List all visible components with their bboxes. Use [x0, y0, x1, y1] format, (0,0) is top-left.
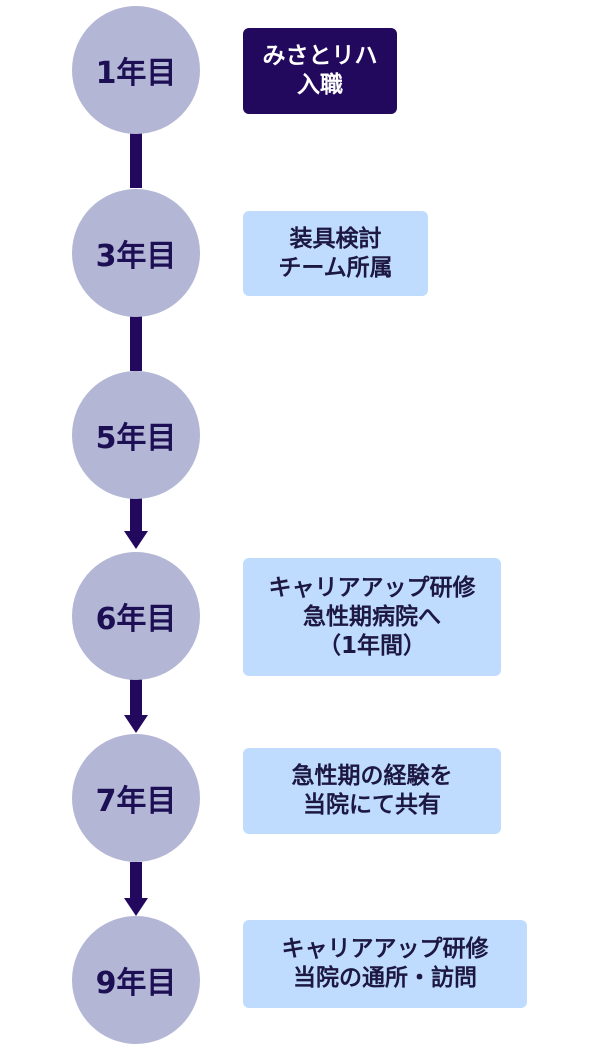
timeline-arrow-shaft [130, 497, 142, 531]
milestone-box-join: みさとリハ 入職 [243, 28, 397, 114]
milestone-year-label: 1年目 [95, 56, 177, 91]
timeline-arrow-shaft [130, 679, 142, 715]
milestone-year-label: 3年目 [95, 239, 177, 274]
timeline-connector [130, 315, 142, 371]
milestone-year-label: 6年目 [95, 602, 177, 637]
milestone-year-label: 5年目 [95, 421, 177, 456]
milestone-box-line: 装具検討 [289, 225, 382, 252]
timeline-arrow-head [124, 531, 148, 549]
milestone-box-line: キャリアアップ研修 [281, 936, 489, 962]
timeline-arrow-head [124, 715, 148, 733]
milestone-box-line: （1年間） [317, 632, 426, 659]
milestone-box-line: 入職 [297, 72, 343, 98]
timeline-arrow-head [124, 898, 148, 916]
milestone-box-outpatient-visit: キャリアアップ研修 当院の通所・訪問 [243, 920, 527, 1008]
milestone-box-orthosis-team: 装具検討 チーム所属 [243, 211, 428, 296]
milestone-box-line: みさとリハ [262, 43, 378, 69]
timeline-arrow-shaft [130, 862, 142, 898]
milestone-circle-year-5: 5年目 [72, 371, 200, 499]
timeline-connector [130, 132, 142, 188]
milestone-box-line: キャリアアップ研修 [268, 574, 476, 601]
milestone-circle-year-6: 6年目 [72, 552, 200, 680]
milestone-box-line: 急性期の経験を [291, 763, 453, 789]
milestone-box-line: チーム所属 [278, 254, 393, 281]
milestone-box-acute-training: キャリアアップ研修 急性期病院へ （1年間） [243, 558, 501, 676]
milestone-circle-year-7: 7年目 [72, 734, 200, 862]
milestone-circle-year-9: 9年目 [72, 916, 200, 1044]
milestone-box-line: 当院にて共有 [303, 792, 441, 818]
milestone-circle-year-1: 1年目 [72, 6, 200, 134]
milestone-circle-year-3: 3年目 [72, 189, 200, 317]
milestone-box-line: 当院の通所・訪問 [293, 965, 477, 991]
milestone-box-line: 急性期病院へ [303, 603, 441, 630]
milestone-year-label: 9年目 [95, 966, 177, 1001]
milestone-box-share-experience: 急性期の経験を 当院にて共有 [243, 748, 501, 834]
milestone-year-label: 7年目 [95, 784, 177, 819]
